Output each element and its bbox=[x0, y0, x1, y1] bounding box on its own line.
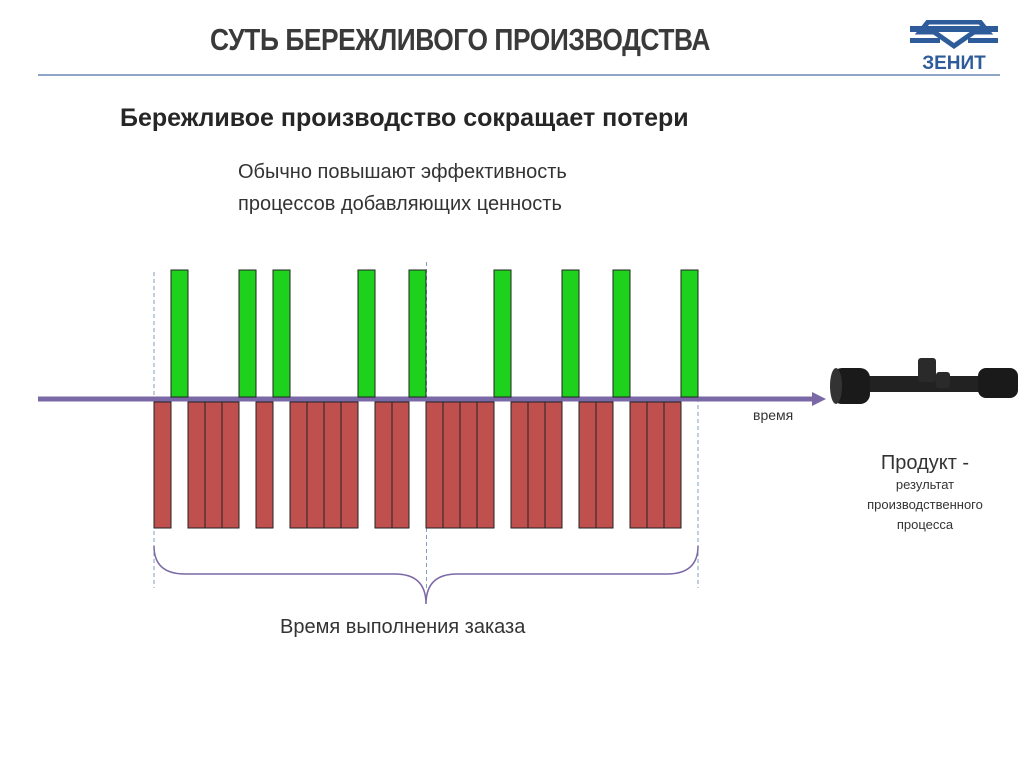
waste-bar bbox=[527, 401, 546, 529]
waste-bar bbox=[544, 401, 563, 529]
product-line: процесса bbox=[896, 517, 954, 532]
slide-subtitle: Бережливое производство сокращает потери bbox=[120, 104, 689, 132]
waste-bar bbox=[425, 401, 444, 529]
title-divider bbox=[38, 74, 1000, 76]
value-note-line: Обычно повышают эффективность bbox=[238, 161, 567, 183]
zenit-logo: ЗЕНИТ bbox=[910, 20, 998, 72]
value-adding-bar bbox=[493, 269, 512, 398]
value-note: Обычно повышают эффективность процессов … bbox=[238, 156, 567, 220]
waste-bar bbox=[340, 401, 359, 529]
waste-bar bbox=[221, 401, 240, 529]
value-adding-bar bbox=[612, 269, 631, 398]
waste-bar bbox=[476, 401, 495, 529]
product-line: результат bbox=[895, 477, 955, 492]
waste-bar bbox=[595, 401, 614, 529]
value-adding-bar bbox=[561, 269, 580, 398]
waste-bar bbox=[391, 401, 410, 529]
waste-bar bbox=[374, 401, 393, 529]
value-adding-bar bbox=[170, 269, 189, 398]
value-adding-bar bbox=[357, 269, 376, 398]
value-adding-bar bbox=[238, 269, 257, 398]
waste-bar bbox=[459, 401, 478, 529]
value-adding-bar bbox=[680, 269, 699, 398]
waste-bar bbox=[289, 401, 308, 529]
waste-bar bbox=[646, 401, 665, 529]
waste-bar bbox=[510, 401, 529, 529]
value-adding-bar bbox=[272, 269, 291, 398]
slide-title: СУТЬ БЕРЕЖЛИВОГО ПРОИЗВОДСТВА bbox=[210, 22, 710, 57]
rifle-scope-image bbox=[830, 358, 1018, 404]
waste-bar bbox=[306, 401, 325, 529]
value-note-line: процессов добавляющих ценность bbox=[238, 193, 562, 215]
time-axis-arrow-icon bbox=[812, 392, 826, 406]
waste-bar bbox=[323, 401, 342, 529]
waste-bar bbox=[578, 401, 597, 529]
value-adding-bar bbox=[408, 269, 427, 398]
waste-bar bbox=[204, 401, 223, 529]
waste-bar bbox=[629, 401, 648, 529]
product-heading: Продукт - bbox=[880, 452, 970, 474]
lead-time-brace bbox=[153, 545, 699, 605]
logo-text: ЗЕНИТ bbox=[922, 53, 986, 72]
waste-bar bbox=[187, 401, 206, 529]
lead-time-label: Время выполнения заказа bbox=[280, 616, 526, 638]
waste-bar bbox=[442, 401, 461, 529]
waste-bar bbox=[663, 401, 682, 529]
waste-bar bbox=[153, 401, 172, 529]
product-caption: Продукт - результат производственного пр… bbox=[845, 452, 1005, 535]
waste-bar bbox=[255, 401, 274, 529]
product-line: производственного bbox=[867, 497, 983, 512]
time-axis-label: время bbox=[753, 407, 794, 423]
